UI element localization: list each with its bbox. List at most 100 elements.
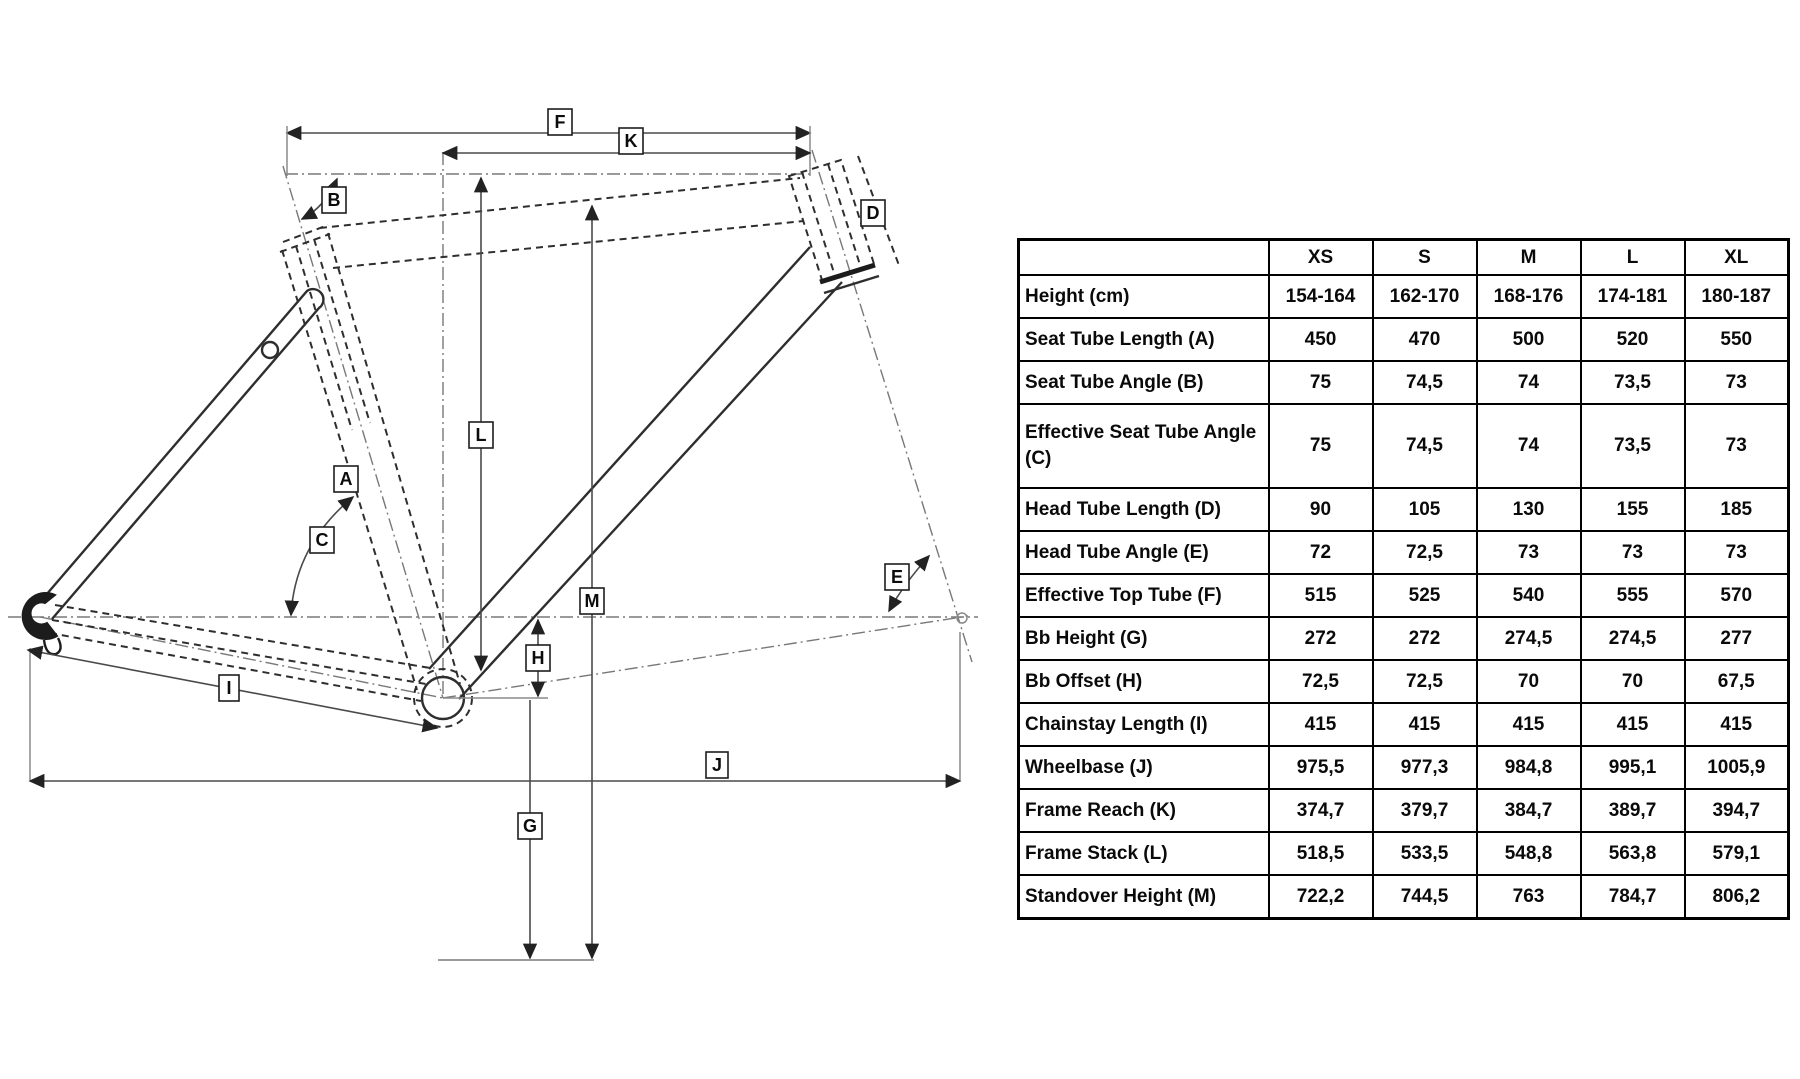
row-label: Wheelbase (J) <box>1017 745 1270 790</box>
cell: 72,5 <box>1267 659 1374 704</box>
dim-label-b: B <box>321 186 347 214</box>
cell: 73 <box>1683 403 1790 489</box>
cell: 72 <box>1267 530 1374 575</box>
cell: 394,7 <box>1683 788 1790 833</box>
dim-label-a: A <box>333 465 359 493</box>
cell: 154-164 <box>1267 274 1374 319</box>
bike-frame-diagram: F K B D A C L E <box>8 108 978 961</box>
svg-text:K: K <box>625 131 638 151</box>
cell: 75 <box>1267 403 1374 489</box>
cell: 73 <box>1683 530 1790 575</box>
cell: 579,1 <box>1683 831 1790 876</box>
cell: 570 <box>1683 573 1790 618</box>
svg-text:D: D <box>867 203 880 223</box>
dim-label-d: D <box>860 199 886 227</box>
cell: 180-187 <box>1683 274 1790 319</box>
cell: 525 <box>1371 573 1478 618</box>
svg-text:I: I <box>226 678 231 698</box>
cell: 67,5 <box>1683 659 1790 704</box>
row-label: Effective Top Tube (F) <box>1017 573 1270 618</box>
svg-text:C: C <box>316 530 329 550</box>
table-row: Frame Reach (K) 374,7 379,7 384,7 389,7 … <box>1017 788 1790 833</box>
dim-label-c: C <box>309 526 335 554</box>
cell: 374,7 <box>1267 788 1374 833</box>
cell: 515 <box>1267 573 1374 618</box>
cell: 74,5 <box>1371 360 1478 405</box>
top-tube <box>319 177 805 269</box>
cell: 806,2 <box>1683 874 1790 920</box>
cell: 415 <box>1371 702 1478 747</box>
table-row: Effective Top Tube (F) 515 525 540 555 5… <box>1017 573 1790 618</box>
svg-text:L: L <box>476 425 487 445</box>
rear-dropout <box>21 592 62 656</box>
cell: 162-170 <box>1371 274 1478 319</box>
dim-label-l: L <box>468 421 494 449</box>
cell: 74 <box>1475 403 1582 489</box>
cell: 277 <box>1683 616 1790 661</box>
cell: 74 <box>1475 360 1582 405</box>
table-row: Height (cm) 154-164 162-170 168-176 174-… <box>1017 274 1790 319</box>
svg-text:B: B <box>328 190 341 210</box>
cell: 90 <box>1267 487 1374 532</box>
cell: 563,8 <box>1579 831 1686 876</box>
svg-text:A: A <box>340 469 353 489</box>
cell: 185 <box>1683 487 1790 532</box>
cell: 73 <box>1683 360 1790 405</box>
cell: 384,7 <box>1475 788 1582 833</box>
down-tube <box>428 246 843 700</box>
cell: 74,5 <box>1371 403 1478 489</box>
cell: 70 <box>1579 659 1686 704</box>
cell: 1005,9 <box>1683 745 1790 790</box>
row-label: Head Tube Length (D) <box>1017 487 1270 532</box>
head-tube <box>787 158 880 295</box>
cell: 73,5 <box>1579 360 1686 405</box>
geometry-table: XS S M L XL Height (cm) 154-164 162-170 … <box>1017 238 1790 920</box>
cell: 500 <box>1475 317 1582 362</box>
brake-boss <box>260 340 280 360</box>
table-row: Seat Tube Length (A) 450 470 500 520 550 <box>1017 317 1790 362</box>
row-label: Frame Stack (L) <box>1017 831 1270 876</box>
row-label: Frame Reach (K) <box>1017 788 1270 833</box>
dim-label-m: M <box>579 587 605 615</box>
table-row: Frame Stack (L) 518,5 533,5 548,8 563,8 … <box>1017 831 1790 876</box>
cell: 518,5 <box>1267 831 1374 876</box>
cell: 73 <box>1579 530 1686 575</box>
row-label: Seat Tube Length (A) <box>1017 317 1270 362</box>
cell: 995,1 <box>1579 745 1686 790</box>
seat-stay <box>39 287 325 620</box>
cell: 272 <box>1267 616 1374 661</box>
dim-label-f: F <box>547 108 573 136</box>
cell: 72,5 <box>1371 659 1478 704</box>
table-row: Head Tube Length (D) 90 105 130 155 185 <box>1017 487 1790 532</box>
dim-label-g: G <box>517 812 543 840</box>
angle-arc-c <box>284 495 355 617</box>
svg-text:G: G <box>523 816 537 836</box>
row-label: Height (cm) <box>1017 274 1270 319</box>
front-axle <box>956 612 968 624</box>
corner-cell <box>1017 238 1270 276</box>
size-column-header-s: S <box>1371 238 1478 276</box>
dim-label-e: E <box>884 563 910 591</box>
cell: 75 <box>1267 360 1374 405</box>
cell: 540 <box>1475 573 1582 618</box>
headset-cup <box>819 262 876 285</box>
svg-text:E: E <box>891 567 903 587</box>
cell: 389,7 <box>1579 788 1686 833</box>
cell: 415 <box>1579 702 1686 747</box>
cell: 977,3 <box>1371 745 1478 790</box>
cell: 72,5 <box>1371 530 1478 575</box>
cell: 415 <box>1267 702 1374 747</box>
table-row: Standover Height (M) 722,2 744,5 763 784… <box>1017 874 1790 920</box>
cell: 415 <box>1683 702 1790 747</box>
row-label: Bb Offset (H) <box>1017 659 1270 704</box>
cell: 73 <box>1475 530 1582 575</box>
cell: 130 <box>1475 487 1582 532</box>
cell: 984,8 <box>1475 745 1582 790</box>
cell: 763 <box>1475 874 1582 920</box>
cell: 784,7 <box>1579 874 1686 920</box>
cell: 520 <box>1579 317 1686 362</box>
cell: 450 <box>1267 317 1374 362</box>
svg-text:H: H <box>532 648 545 668</box>
row-label: Effective Seat Tube Angle (C) <box>1017 403 1270 489</box>
cell: 548,8 <box>1475 831 1582 876</box>
